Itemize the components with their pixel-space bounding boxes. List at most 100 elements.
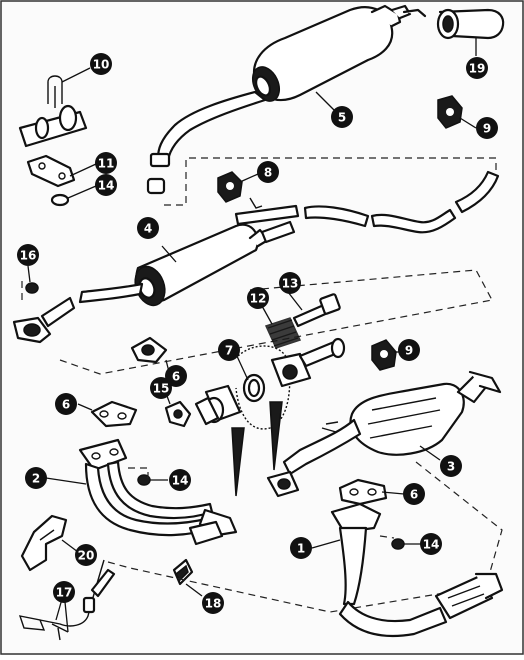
front-joint-flange [266,470,300,498]
callout-number: 9 [483,122,491,136]
callout-15: 15 [150,377,172,399]
callout-badge [290,537,312,559]
callout-badge [398,339,420,361]
callout-badge [169,469,191,491]
callout-number: 9 [405,344,413,358]
callout-number: 6 [172,370,180,384]
callout-badge [90,53,112,75]
nut-part-16 [25,282,39,294]
rubber-mount-part-8 [217,171,243,203]
callout-badge [218,339,240,361]
callout-number: 5 [338,111,346,125]
callout-number: 15 [153,382,170,396]
callout-number: 14 [98,179,115,193]
callout-badge [17,244,39,266]
sensor-wiring-part-17 [18,559,116,641]
flange-pipe-connector [270,337,346,388]
callout-badge [420,533,442,555]
rubber-mount-part-9-lower [371,339,397,371]
dashed-nut-link [379,535,395,539]
callout-7: 7 [218,339,240,361]
callout-14: 14 [169,469,191,491]
callout-3: 3 [440,455,462,477]
downpipe-socket [194,384,242,426]
callout-badge [55,393,77,415]
gasket-part-15 [164,400,192,428]
dashed-cat-outline [249,269,493,301]
callout-6: 6 [403,483,425,505]
rubber-mount-part-9-upper [437,95,463,129]
dashed-rear-bracket [164,157,497,206]
assembly-arrow-right [269,401,283,471]
callout-number: 7 [225,344,233,358]
gasket-detail-outline [235,345,291,430]
callout-18: 18 [202,592,224,614]
callout-19: 19 [466,57,488,79]
callout-16: 16 [17,244,39,266]
sealing-ring-part-7 [242,373,266,403]
callout-4: 4 [137,217,159,239]
callout-number: 14 [172,474,189,488]
callout-6: 6 [55,393,77,415]
callout-5: 5 [331,106,353,128]
leader-lines [27,38,477,633]
tailpipe-inlet [146,90,267,195]
callout-badge [466,57,488,79]
callout-number: 8 [264,166,272,180]
callout-badge [95,174,117,196]
dashed-front-right [415,461,503,587]
callout-number: 6 [410,488,418,502]
callout-2: 2 [25,467,47,489]
callout-9: 9 [398,339,420,361]
callout-number: 3 [447,460,455,474]
callout-20: 20 [75,544,97,566]
callout-number: 20 [78,549,95,563]
callout-12: 12 [247,287,269,309]
callout-badge [279,272,301,294]
dashed-front-pipe-link [128,467,149,478]
callout-number: 16 [20,249,37,263]
callout-13: 13 [279,272,301,294]
callout-number: 4 [144,222,152,236]
rear-pipe-segments [234,170,500,234]
clamp-bracket-part-11 [26,154,76,188]
callout-badge [476,117,498,139]
callout-14: 14 [95,174,117,196]
assembly-arrow-left [231,427,245,497]
callout-8: 8 [257,161,279,183]
bolt-part-13 [292,293,341,328]
callout-number: 14 [423,538,440,552]
callout-badge [95,152,117,174]
callout-9: 9 [476,117,498,139]
bracket-part-20 [20,514,68,572]
callout-number: 11 [98,157,115,171]
front-pipe-part-2 [78,438,238,546]
front-flange [12,316,52,344]
callout-number: 10 [93,58,110,72]
callout-17: 17 [53,581,75,603]
gasket-part-6-middle [130,336,168,364]
gasket-part-6-right [338,478,388,506]
callout-badge [137,217,159,239]
callout-badge [440,455,462,477]
callout-number: 17 [56,586,73,600]
gasket-part-6-left [90,400,138,428]
center-muffler-part-4 [134,220,296,307]
callout-badge [53,581,75,603]
callout-number: 13 [282,277,299,291]
callout-badge [202,592,224,614]
callout-badge [257,161,279,183]
tailpipe-trim-part-19 [436,8,505,40]
callout-badge [331,106,353,128]
callout-number: 2 [32,472,40,486]
nut-part-14-right [391,538,405,550]
callout-10: 10 [90,53,112,75]
callout-6: 6 [165,365,187,387]
callout-number: 19 [469,62,486,76]
rear-muffler-part-5 [251,4,427,102]
spring-part-12 [264,317,302,349]
callout-badge [25,467,47,489]
